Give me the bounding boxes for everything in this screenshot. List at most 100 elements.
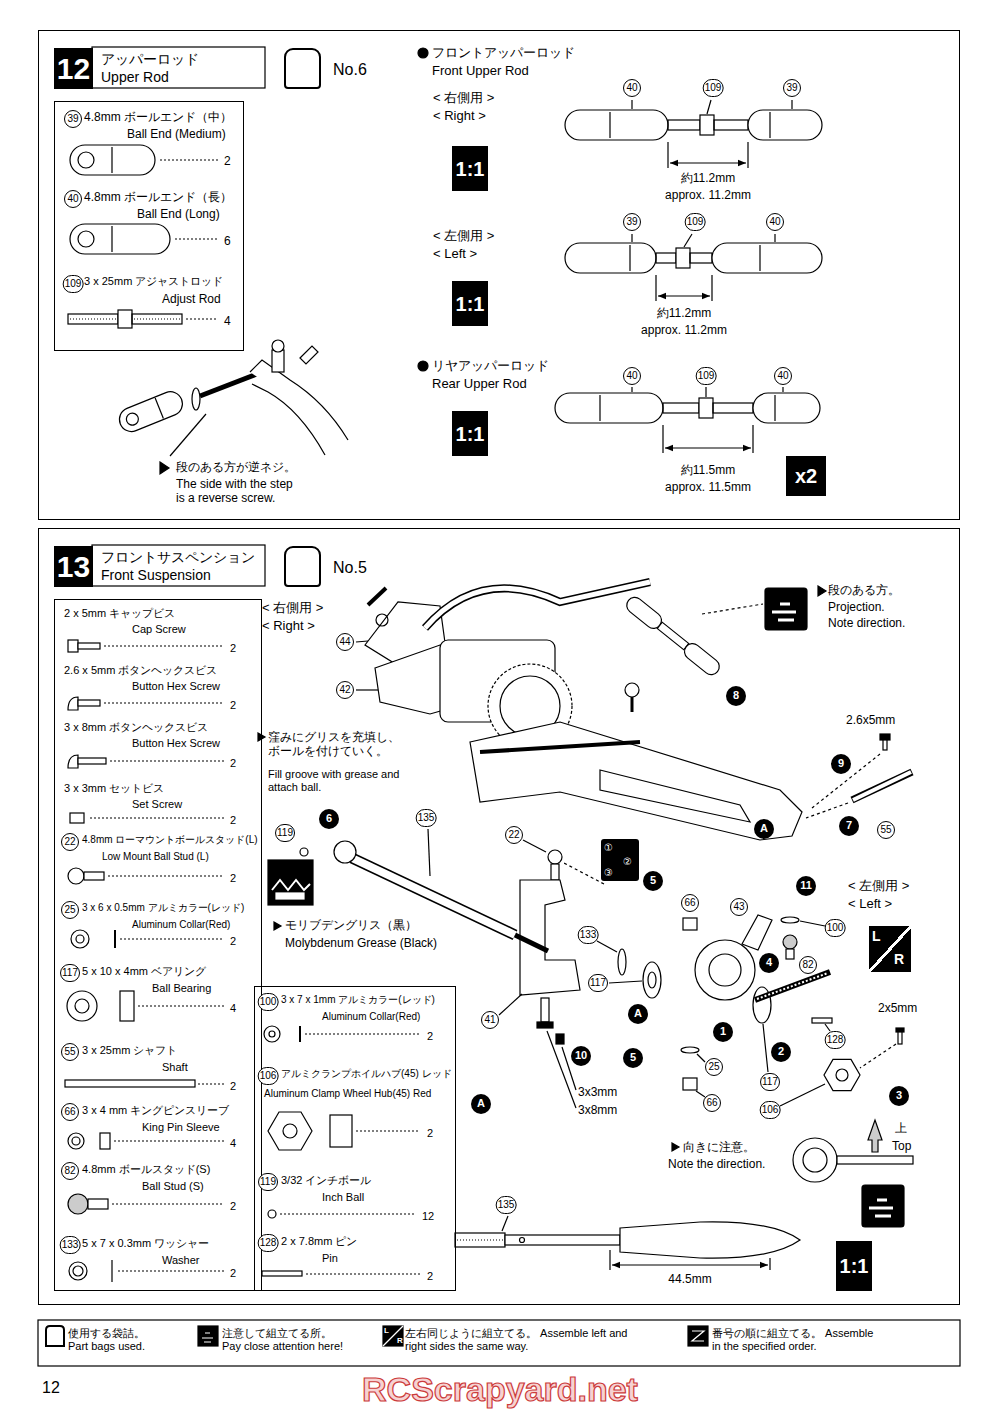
label-text: 3x8mm xyxy=(578,1103,617,1117)
washer xyxy=(597,941,617,952)
drive-shaft-scale xyxy=(455,1216,800,1270)
bullet xyxy=(418,361,428,371)
rear-upper-rod xyxy=(774,395,775,421)
front-right-upper-rod xyxy=(668,120,700,130)
callout-number: 109 xyxy=(703,79,724,97)
step-panel: No.52 x 5mm キャップビスCap Screw22.6 x 5mm ボタ… xyxy=(38,528,960,1305)
part-text: 12 xyxy=(422,1210,434,1223)
dimension-text: 44.5mm xyxy=(668,1272,711,1286)
callout-number: 22 xyxy=(61,833,79,851)
knuckle-carrier xyxy=(499,880,580,1015)
direction-view xyxy=(837,1156,913,1164)
pin xyxy=(812,1018,832,1023)
part-text: 2 xyxy=(427,1030,433,1043)
count-leader xyxy=(160,159,218,160)
legend-text: 左右同じように組立てる。 Assemble left and right sid… xyxy=(405,1327,635,1353)
callout-number: 41 xyxy=(481,1011,499,1029)
scale-badge: 1:1 xyxy=(452,281,488,326)
part-text: Cap Screw xyxy=(132,623,186,636)
hinge-pin xyxy=(852,772,912,800)
screws xyxy=(537,1022,553,1028)
dimension-text: approx. 11.2mm xyxy=(641,323,727,337)
screw xyxy=(898,1032,902,1044)
part-text: 2 xyxy=(230,872,236,885)
part-text: 2 xyxy=(427,1270,433,1283)
part-text: Button Hex Screw xyxy=(132,680,220,693)
collar xyxy=(781,917,799,923)
callout-number: 82 xyxy=(61,1162,79,1180)
part-text: 5 x 10 x 4mm ベアリング xyxy=(82,965,206,978)
king-pin-sleeve xyxy=(683,1078,697,1090)
callout-number: 109 xyxy=(685,213,706,231)
rear-upper-rod xyxy=(631,387,632,392)
legend-icon xyxy=(383,1326,403,1346)
bearing xyxy=(763,1024,768,1072)
title-frame xyxy=(92,47,265,88)
count-leader xyxy=(280,1213,415,1214)
knuckle xyxy=(709,954,741,986)
legend-icon xyxy=(383,1326,403,1346)
callout-number: 22 xyxy=(505,826,523,844)
part-text: Ball End (Medium) xyxy=(127,127,226,141)
part-text: Low Mount Ball Stud (L) xyxy=(102,851,209,863)
assembly-tool xyxy=(116,340,348,474)
label-text: 上 xyxy=(895,1121,907,1135)
label-text: < 右側用 > xyxy=(433,90,494,106)
drive-shaft-scale xyxy=(609,1250,610,1270)
callout-number: 119 xyxy=(258,1173,278,1191)
parts-icons xyxy=(262,1271,302,1276)
parts-icons xyxy=(78,700,100,706)
parts-list: 2 x 5mm キャップビスCap Screw22.6 x 5mm ボタンヘック… xyxy=(54,599,262,1291)
front-right-upper-rod xyxy=(631,100,632,109)
label-text: R xyxy=(894,951,904,968)
assembly-tool xyxy=(155,398,163,418)
screws xyxy=(541,998,549,1022)
front-right-upper-rod xyxy=(609,112,610,138)
ball-stud xyxy=(783,935,797,949)
parts-icons xyxy=(68,697,78,710)
callout-number: 66 xyxy=(681,894,699,912)
count-leader xyxy=(138,1005,224,1006)
label-text: Fill groove with grease and attach ball. xyxy=(268,768,418,794)
callout-number: 39 xyxy=(623,213,641,231)
callout-number: 117 xyxy=(588,974,608,992)
label-text: L xyxy=(872,928,881,945)
label-text: < 左側用 > xyxy=(848,878,909,894)
count-leader xyxy=(110,760,224,761)
drive-shaft xyxy=(428,829,430,876)
suspension-assembly xyxy=(356,582,802,840)
wheel-hub xyxy=(836,1069,848,1081)
screw xyxy=(860,1028,904,1068)
part-text: 4 xyxy=(224,314,231,328)
label-text: 1 xyxy=(720,1025,726,1038)
dimension-text: approx. 11.5mm xyxy=(665,480,751,494)
assembly-tool xyxy=(170,414,206,456)
front-right-upper-rod xyxy=(670,162,746,163)
drive-shaft-scale xyxy=(505,1235,620,1245)
grease-icon xyxy=(258,733,313,930)
step-order-number: 3 xyxy=(889,1086,909,1106)
ball-end-long xyxy=(70,224,170,254)
part-text: Washer xyxy=(162,1254,200,1267)
suspension-assembly xyxy=(425,582,650,628)
label-text: 3x3mm xyxy=(578,1085,617,1099)
part-text: 2 xyxy=(230,935,236,948)
parts-icons xyxy=(68,640,78,652)
legend-icon xyxy=(688,1326,708,1346)
step-order-number: 8 xyxy=(726,686,746,706)
rear-upper-rod xyxy=(599,395,600,421)
label-text: Note the direction. xyxy=(668,1157,765,1171)
count-leader xyxy=(112,1203,224,1204)
callout-number: 43 xyxy=(730,898,748,916)
callout-number: 117 xyxy=(760,1073,780,1091)
callout-number: 109 xyxy=(63,275,84,293)
parts-icons xyxy=(73,1266,83,1276)
label-text: 1:1 xyxy=(456,422,485,446)
part-text: Ball Bearing xyxy=(152,982,211,995)
label-text: x2 xyxy=(795,464,817,488)
callout-number: 106 xyxy=(760,1101,781,1119)
callout-number: 82 xyxy=(799,956,817,974)
suspension-assembly xyxy=(470,722,802,840)
parts-list: 1003 x 7 x 1mm アルミカラー(レッド)Aluminum Colla… xyxy=(254,986,456,1291)
label-text: 4 xyxy=(766,956,772,969)
